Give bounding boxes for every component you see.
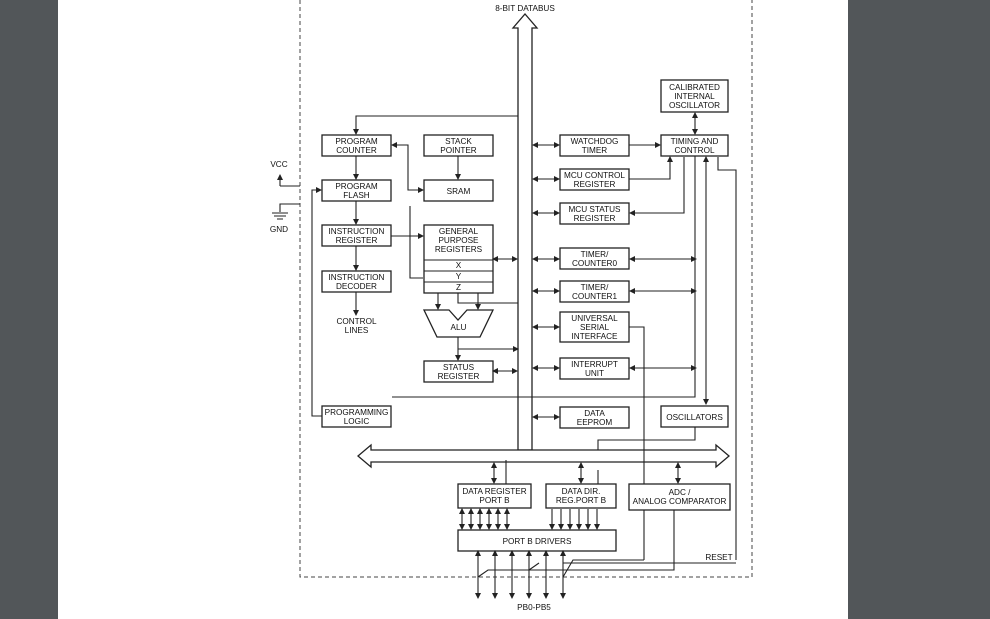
block-label-line: REGISTER	[438, 372, 480, 381]
block-data-eeprom: DATA EEPROM	[559, 406, 630, 429]
block-label-line: INTERFACE	[572, 332, 618, 341]
block-sram: SRAM	[423, 179, 494, 202]
vcc-label: VCC	[270, 160, 287, 169]
data-dir-driver-lines	[549, 509, 600, 530]
block-label-line: PORT B	[479, 496, 510, 505]
block-label-line: PURPOSE	[438, 236, 479, 245]
block-label-line: TIMER/	[581, 283, 609, 292]
block-timer-counter0: TIMER/ COUNTER0	[559, 247, 630, 270]
databus-label: 8-BIT DATABUS	[495, 4, 555, 13]
block-label-line: UNIVERSAL	[571, 314, 618, 323]
block-mcu-status-register: MCU STATUS REGISTER	[559, 202, 630, 225]
block-label-line: POINTER	[440, 146, 476, 155]
block-label-line: REG.PORT B	[556, 496, 607, 505]
block-label-line: COUNTER	[336, 146, 377, 155]
block-label-line: DATA	[584, 409, 605, 418]
block-label-line: MCU STATUS	[568, 205, 621, 214]
block-timer-counter1: TIMER/ COUNTER1	[559, 280, 630, 303]
block-label-line: REGISTER	[574, 214, 616, 223]
block-adc-analog-comparator: ADC / ANALOG COMPARATOR	[628, 483, 731, 511]
block-calibrated-internal-oscillator: CALIBRATED INTERNAL OSCILLATOR	[660, 79, 729, 113]
block-universal-serial-interface: UNIVERSAL SERIAL INTERFACE	[559, 311, 630, 343]
control-lines-label: LINES	[345, 326, 369, 335]
pins-label: PB0-PB5	[517, 603, 551, 612]
block-label-line: REGISTER	[336, 236, 378, 245]
block-programming-logic: PROGRAMMING LOGIC	[321, 405, 392, 428]
chip-boundary	[299, 0, 753, 578]
control-lines-label: CONTROL	[336, 317, 376, 326]
block-label-line: PROGRAMMING	[325, 408, 389, 417]
block-data-register-port-b: DATA REGISTER PORT B	[457, 483, 532, 509]
block-label-line: REGISTER	[574, 180, 616, 189]
microcontroller-block-diagram: 8-BIT DATABUS PROGRAM COUNTER PROGRAM FL…	[270, 0, 753, 612]
block-label-line: OSCILLATOR	[669, 101, 720, 110]
block-label-line: COUNTER0	[572, 259, 617, 268]
block-program-flash: PROGRAM FLASH	[321, 179, 392, 202]
block-label-line: SERIAL	[580, 323, 610, 332]
block-label-line: ANALOG COMPARATOR	[633, 497, 727, 506]
block-label-line: TIMER/	[581, 250, 609, 259]
block-port-b-drivers: PORT B DRIVERS	[457, 529, 617, 552]
block-data-dir-reg-port-b: DATA DIR. REG.PORT B	[545, 483, 617, 509]
block-label-line: INSTRUCTION	[329, 273, 385, 282]
block-mcu-control-register: MCU CONTROL REGISTER	[559, 168, 630, 191]
block-instruction-register: INSTRUCTION REGISTER	[321, 224, 392, 247]
block-label-line: FLASH	[343, 191, 369, 200]
port-pins	[475, 550, 566, 599]
block-status-register: STATUS REGISTER	[423, 360, 494, 383]
document-page: 8-BIT DATABUS PROGRAM COUNTER PROGRAM FL…	[58, 0, 848, 619]
block-label-line: DECODER	[336, 282, 377, 291]
block-interrupt-unit: INTERRUPT UNIT	[559, 357, 630, 380]
block-label-line: SRAM	[447, 187, 471, 196]
block-alu: ALU	[422, 309, 495, 338]
reset-label: RESET	[705, 553, 732, 562]
register-x: X	[456, 261, 462, 270]
block-label-line: TIMING AND	[671, 137, 719, 146]
data-register-driver-lines	[459, 508, 510, 530]
databus	[511, 13, 539, 451]
block-label-line: TIMER	[582, 146, 608, 155]
block-label-line: INSTRUCTION	[329, 227, 385, 236]
block-label-line: DATA REGISTER	[462, 487, 526, 496]
block-label-line: PROGRAM	[335, 182, 377, 191]
block-label-line: ADC /	[669, 488, 692, 497]
block-label-line: STATUS	[443, 363, 475, 372]
block-watchdog-timer: WATCHDOG TIMER	[559, 134, 630, 157]
block-label-line: PROGRAM	[335, 137, 377, 146]
block-label-line: LOGIC	[344, 417, 370, 426]
block-general-purpose-registers: GENERAL PURPOSE REGISTERS X Y Z	[423, 224, 494, 294]
register-y: Y	[456, 272, 462, 281]
block-label-line: INTERRUPT	[571, 360, 618, 369]
block-label-line: OSCILLATORS	[666, 413, 723, 422]
alu-label: ALU	[451, 323, 467, 332]
block-stack-pointer: STACK POINTER	[423, 134, 494, 157]
block-label-line: EEPROM	[577, 418, 613, 427]
block-label-line: UNIT	[585, 369, 604, 378]
block-label-line: CALIBRATED	[669, 83, 720, 92]
block-label-line: DATA DIR.	[562, 487, 601, 496]
block-label-line: REGISTERS	[435, 245, 483, 254]
block-label-line: COUNTER1	[572, 292, 617, 301]
block-label-line: INTERNAL	[674, 92, 715, 101]
block-oscillators: OSCILLATORS	[660, 405, 729, 428]
horizontal-bus	[356, 443, 731, 469]
gnd-label: GND	[270, 225, 288, 234]
block-label-line: WATCHDOG	[571, 137, 619, 146]
block-label-line: MCU CONTROL	[564, 171, 625, 180]
block-instruction-decoder: INSTRUCTION DECODER	[321, 270, 392, 293]
block-program-counter: PROGRAM COUNTER	[321, 134, 392, 157]
block-label-line: PORT B DRIVERS	[503, 537, 572, 546]
block-label-line: GENERAL	[439, 227, 479, 236]
block-label-line: STACK	[445, 137, 472, 146]
block-timing-and-control: TIMING AND CONTROL	[660, 134, 729, 157]
register-z: Z	[456, 283, 461, 292]
block-label-line: CONTROL	[674, 146, 714, 155]
